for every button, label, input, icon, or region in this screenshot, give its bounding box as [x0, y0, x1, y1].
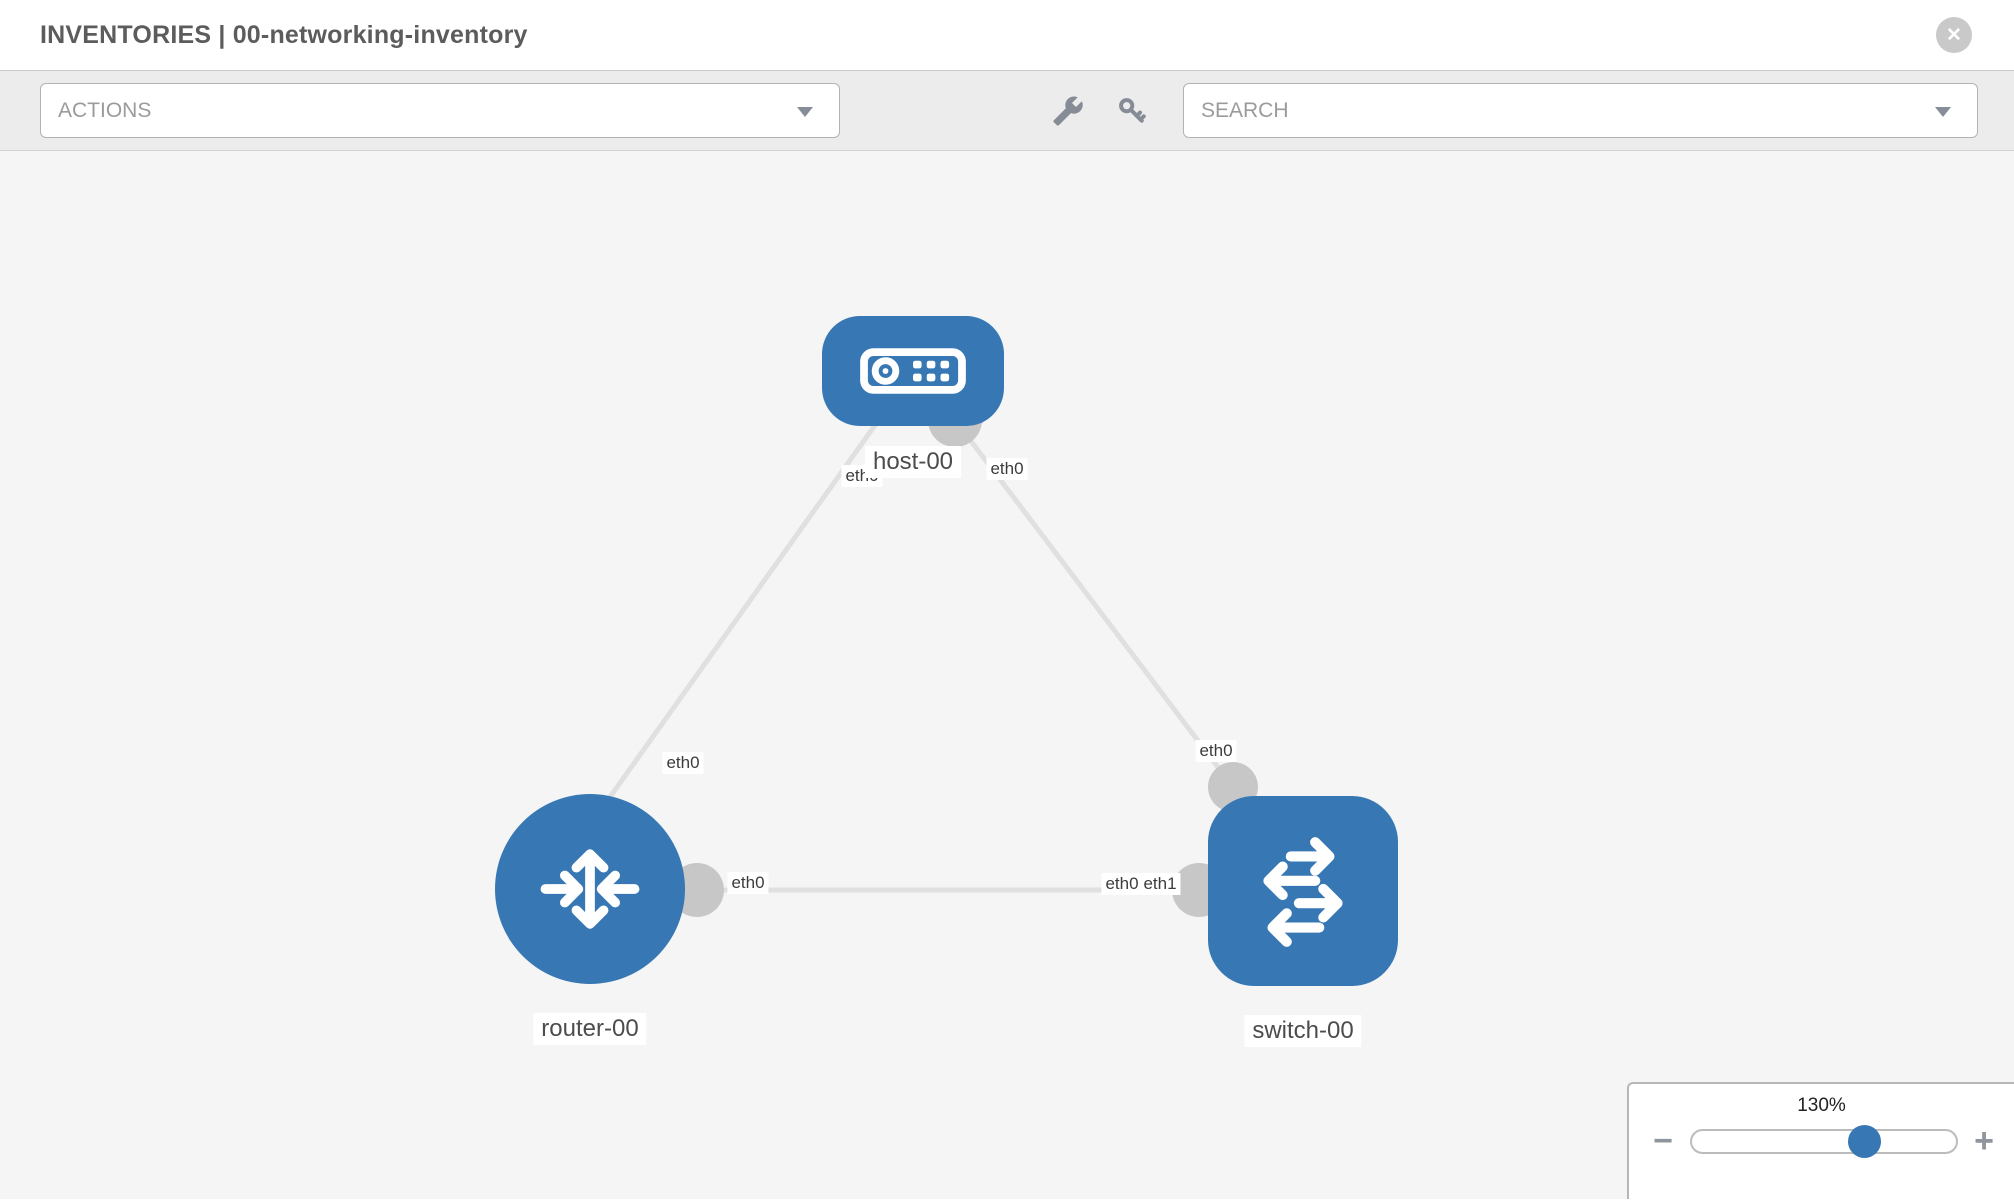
zoom-out-button[interactable]: −	[1653, 1122, 1673, 1160]
search-dropdown-label: SEARCH	[1201, 98, 1289, 122]
toolbar: ACTIONS SEARCH	[0, 71, 2014, 151]
node-host-00[interactable]	[822, 316, 1004, 426]
node-router-00[interactable]	[495, 794, 685, 984]
actions-dropdown[interactable]: ACTIONS	[40, 83, 840, 138]
link-host-switch	[953, 418, 1235, 789]
actions-dropdown-label: ACTIONS	[58, 98, 152, 122]
node-label-switch: switch-00	[1244, 1015, 1362, 1047]
header: INVENTORIES | 00-networking-inventory ✕	[0, 0, 2014, 71]
close-icon: ✕	[1946, 24, 1962, 46]
node-switch-00[interactable]	[1208, 796, 1398, 986]
if-label-switch-eth0: eth0	[1101, 873, 1143, 895]
router-arrows-icon	[540, 849, 640, 929]
search-dropdown[interactable]: SEARCH	[1183, 83, 1978, 138]
zoom-slider-track[interactable]	[1689, 1124, 1958, 1158]
server-icon	[860, 348, 966, 394]
chevron-down-icon	[1935, 106, 1951, 117]
wrench-icon	[1053, 96, 1083, 126]
zoom-slider-knob[interactable]	[1847, 1124, 1881, 1158]
close-button[interactable]: ✕	[1936, 17, 1972, 53]
zoom-panel: 130% − +	[1627, 1082, 2014, 1199]
zoom-percent-label: 130%	[1797, 1095, 1846, 1116]
zoom-in-button[interactable]: +	[1974, 1122, 1994, 1160]
wrench-button[interactable]	[1052, 95, 1084, 127]
if-label-switch-eth0-uplink: eth0	[1195, 740, 1237, 762]
if-label-router-eth0: eth0	[727, 872, 769, 894]
key-icon	[1119, 98, 1146, 123]
if-label-host-eth0-right: eth0	[986, 458, 1028, 480]
node-label-router: router-00	[533, 1013, 647, 1045]
page-title: INVENTORIES | 00-networking-inventory	[40, 21, 528, 49]
node-label-host: host-00	[864, 446, 962, 478]
key-button[interactable]	[1116, 95, 1148, 127]
links-layer	[597, 413, 1235, 893]
if-label-switch-eth1: eth1	[1139, 873, 1181, 895]
if-label-router-eth0-uplink: eth0	[662, 752, 704, 774]
topology-canvas[interactable]: host-00 router-00 switch-00 eth0 eth0 et…	[0, 151, 2014, 1199]
link-host-router	[597, 419, 881, 813]
zoom-controls: − +	[1629, 1122, 2014, 1160]
switch-arrows-icon	[1263, 837, 1343, 947]
chevron-down-icon	[797, 106, 813, 117]
